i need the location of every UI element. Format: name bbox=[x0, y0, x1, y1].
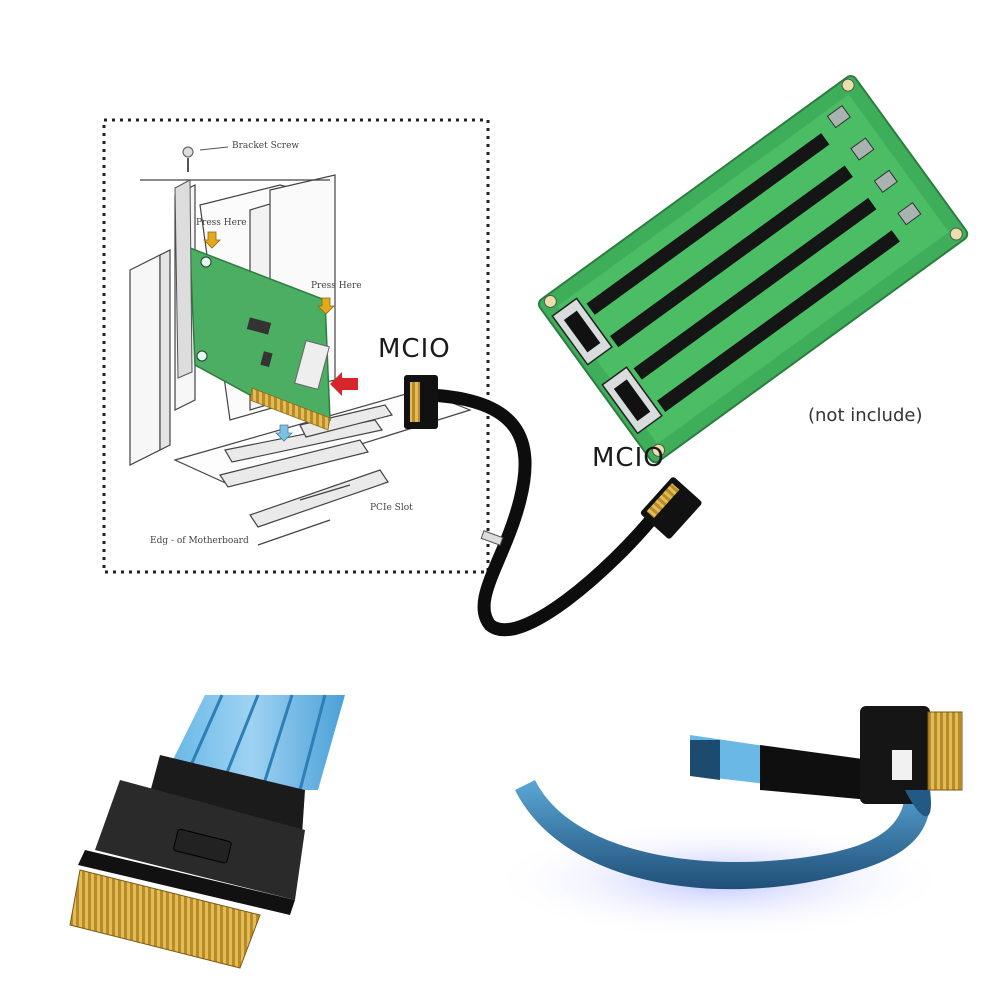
braided-cable-photo bbox=[515, 706, 963, 890]
riser-board bbox=[537, 74, 969, 464]
bracket-screw-label: Bracket Screw bbox=[232, 141, 300, 151]
mcio-connector-right bbox=[640, 477, 702, 539]
mcio-cable bbox=[423, 388, 662, 637]
pcie-slot-label: PCIe Slot bbox=[370, 503, 413, 513]
press-here-label: Press Here bbox=[311, 281, 362, 291]
mcio-label-right: MCIO bbox=[592, 443, 665, 473]
bracket-screw-icon bbox=[182, 146, 229, 172]
cable-clip bbox=[480, 530, 504, 546]
motherboard-edge-label: Edg - of Motherboard bbox=[150, 536, 249, 546]
insert-arrow-icon bbox=[330, 372, 358, 396]
press-here-label: Press Here bbox=[196, 218, 247, 228]
cable-connector-closeup bbox=[69, 694, 345, 969]
mcio-label-left: MCIO bbox=[378, 334, 451, 364]
not-included-label: (not include) bbox=[808, 405, 923, 426]
pcie-card-diagram bbox=[174, 179, 331, 431]
press-here-arrow-icon bbox=[203, 231, 335, 442]
diagram-frame bbox=[102, 118, 490, 574]
mcio-connector-left bbox=[404, 375, 438, 429]
